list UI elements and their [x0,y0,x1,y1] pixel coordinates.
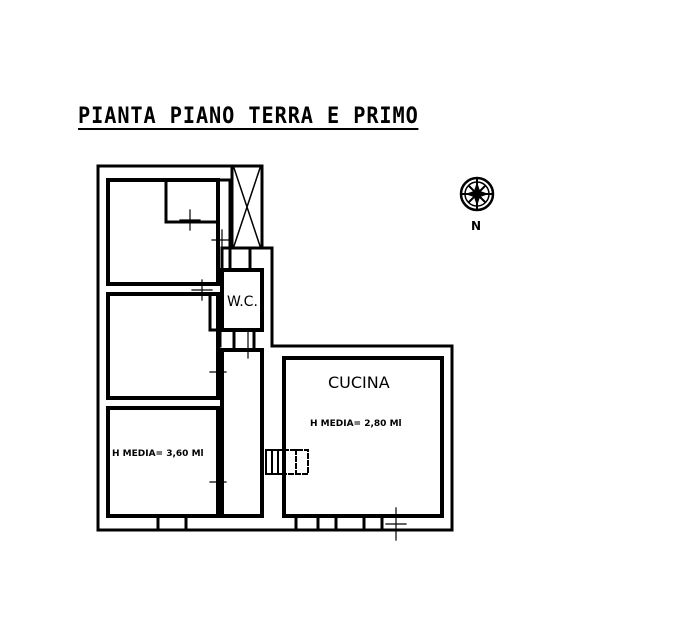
room-bottom-left [106,406,220,518]
kitchen-label: CUCINA [328,373,390,392]
room-middle-left [106,292,220,400]
bedroom-height-note: H MEDIA= 3,60 Ml [112,449,204,459]
room-top-left [106,178,220,286]
compass-rose-icon [459,176,495,212]
outer-boundary [96,164,454,532]
wc-label: W.C. [227,294,258,310]
stair-shaft [230,164,264,250]
corridor [220,348,264,518]
plan-title: PIANTA PIANO TERRA E PRIMO [78,104,419,130]
kitchen-height-note: H MEDIA= 2,80 Ml [310,419,402,429]
compass-north-label: N [471,219,481,233]
